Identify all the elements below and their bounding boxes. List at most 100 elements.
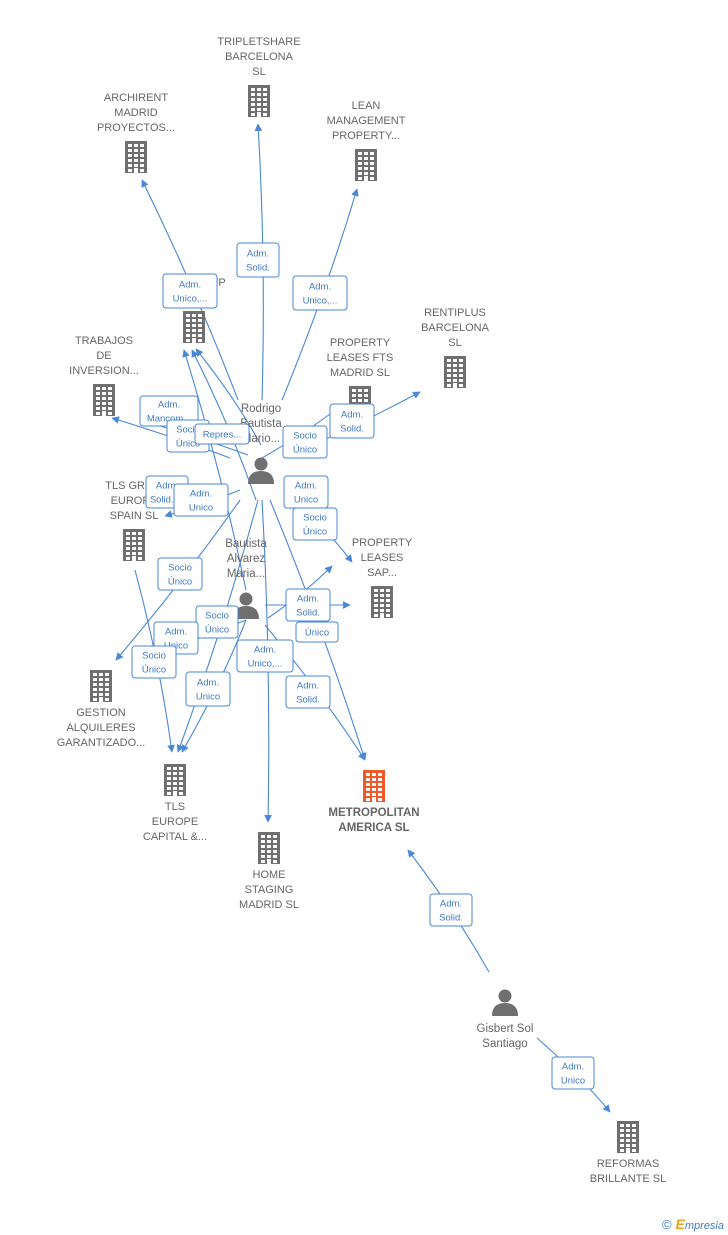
relation-label-box[interactable]: Adm.Solid. [285, 675, 331, 709]
relation-label-box[interactable]: Adm.Mancom... [139, 395, 199, 427]
company-label: LEAN [352, 100, 381, 112]
company-label: REFORMAS [597, 1158, 659, 1170]
relation-label-box[interactable]: Adm.Unico [283, 475, 329, 509]
building-icon [164, 764, 186, 796]
relation-label-text: Unico [196, 692, 220, 703]
person-label: Rodrigo [241, 403, 281, 415]
relation-layer: Adm.Solid.Adm.Unico,...Adm.Unico,...Adm.… [131, 242, 595, 1090]
relation-label-text: Único [303, 527, 327, 538]
company-label: MADRID SL [239, 899, 299, 911]
relation-label-box[interactable]: Adm.Unico [173, 483, 229, 517]
company-label: BARCELONA [225, 51, 294, 63]
company-label: ALQUILERES [66, 722, 135, 734]
company-label: BRILLANTE SL [590, 1173, 666, 1185]
relation-label-box[interactable]: Adm.Solid. [329, 403, 375, 439]
relation-label-text: Solid. [246, 263, 270, 274]
company-label: LEASES FTS [327, 352, 394, 364]
company-label: HOME [253, 869, 286, 881]
relation-label-box[interactable]: Repres... [194, 423, 250, 445]
company-label: DE [96, 350, 111, 362]
relation-label-text: Adm. [295, 481, 317, 492]
company-node-tlsgroupeurope[interactable]: TLS GRO...EUROP...SPAIN SL [105, 480, 163, 561]
brand-logo-text: mpresia [684, 1220, 724, 1232]
building-icon [363, 770, 385, 802]
relation-label-text: Adm. [440, 899, 462, 910]
relation-label-text: Unico,... [248, 659, 283, 670]
company-node-trabajos[interactable]: TRABAJOSDEINVERSION... [69, 335, 139, 416]
company-node-gestion[interactable]: GESTION ALQUILERES GARANTIZADO... [57, 670, 146, 749]
company-label: GESTION [76, 707, 126, 719]
relation-label-box[interactable]: Adm. Unico [551, 1056, 595, 1090]
company-label: AMERICA SL [338, 822, 409, 834]
relation-label-text: Socio [168, 563, 192, 574]
relation-label-text: Socio [142, 651, 166, 662]
company-label: TLS [165, 801, 185, 813]
company-label: INVERSION... [69, 365, 139, 377]
company-label: MADRID SL [330, 367, 390, 379]
relation-label-text: Adm. [254, 645, 276, 656]
company-label: MANAGEMENT [327, 115, 406, 127]
relation-label-box[interactable]: Único [295, 621, 339, 643]
relation-label-text: Unico [561, 1076, 585, 1087]
edge-layer [111, 123, 611, 1113]
relation-label-text: Solid. [439, 913, 463, 924]
company-label: CAPITAL &... [143, 831, 207, 843]
relation-label-text: Único [142, 665, 166, 676]
building-icon [248, 85, 270, 117]
company-node-reformas[interactable]: REFORMAS BRILLANTE SL [590, 1121, 666, 1185]
company-node-homestaging[interactable]: HOME STAGING MADRID SL [239, 832, 299, 911]
company-label: EUROPE [152, 816, 198, 828]
company-label: TRIPLETSHARE [217, 36, 300, 48]
relation-label-box[interactable]: Adm.Solid. [236, 242, 280, 278]
person-label: Maria... [227, 568, 265, 580]
person-node-rodrigo[interactable]: RodrigoBautistaMario... [240, 403, 282, 484]
building-icon [258, 832, 280, 864]
relation-label-text: Único [168, 577, 192, 588]
company-node-archirent[interactable]: ARCHIRENTMADRIDPROYECTOS... [97, 92, 175, 173]
relation-label-box[interactable]: Adm.Unico,... [292, 275, 348, 311]
company-node-propertysap[interactable]: PROPERTYLEASESSAP... [352, 537, 413, 618]
relation-label-box[interactable]: Adm.Solid. [285, 588, 331, 622]
company-label: STAGING [245, 884, 294, 896]
building-icon [125, 141, 147, 173]
relation-label-text: Solid.,... [150, 495, 184, 506]
relation-label-text: Solid. [340, 424, 364, 435]
relation-label-text: Unico [164, 641, 188, 652]
company-node-tlseurope[interactable]: TLS EUROPE CAPITAL &... [143, 764, 207, 843]
building-icon [617, 1121, 639, 1153]
relation-label-box[interactable]: Adm.Unico,... [162, 273, 218, 309]
relation-label-text: Adm. [156, 481, 178, 492]
relation-label-text: Socio [205, 611, 229, 622]
person-label: Bautista [225, 538, 267, 550]
person-node-bautista[interactable]: BautistaAlvarezMaria... [225, 538, 267, 619]
relation-edge [195, 348, 262, 446]
relation-label-text: Adm. [562, 1062, 584, 1073]
building-icon [183, 311, 205, 343]
relation-label-text: Socio [293, 431, 317, 442]
person-icon [248, 457, 274, 484]
relation-label-text: Adm. [165, 627, 187, 638]
company-label: LEASES [361, 552, 404, 564]
building-icon [444, 356, 466, 388]
company-node-metropolitan[interactable]: METROPOLITAN AMERICA SL [328, 770, 420, 834]
footer-brand[interactable]: ©Empresia [662, 1216, 724, 1232]
company-label: GARANTIZADO... [57, 737, 146, 749]
company-node-lean[interactable]: LEANMANAGEMENTPROPERTY... [327, 100, 406, 181]
relation-label-box[interactable]: Adm. Solid. [429, 893, 473, 927]
relation-label-text: Mancom... [147, 414, 191, 425]
relation-label-box[interactable]: Adm. Unico,... [236, 639, 294, 673]
relation-label-text: Socio [303, 513, 327, 524]
relation-label-box[interactable]: Adm.Unico [185, 671, 231, 707]
company-label: METROPOLITAN [328, 807, 419, 819]
company-label: PROYECTOS... [97, 122, 175, 134]
person-label: Bautista [240, 418, 282, 430]
